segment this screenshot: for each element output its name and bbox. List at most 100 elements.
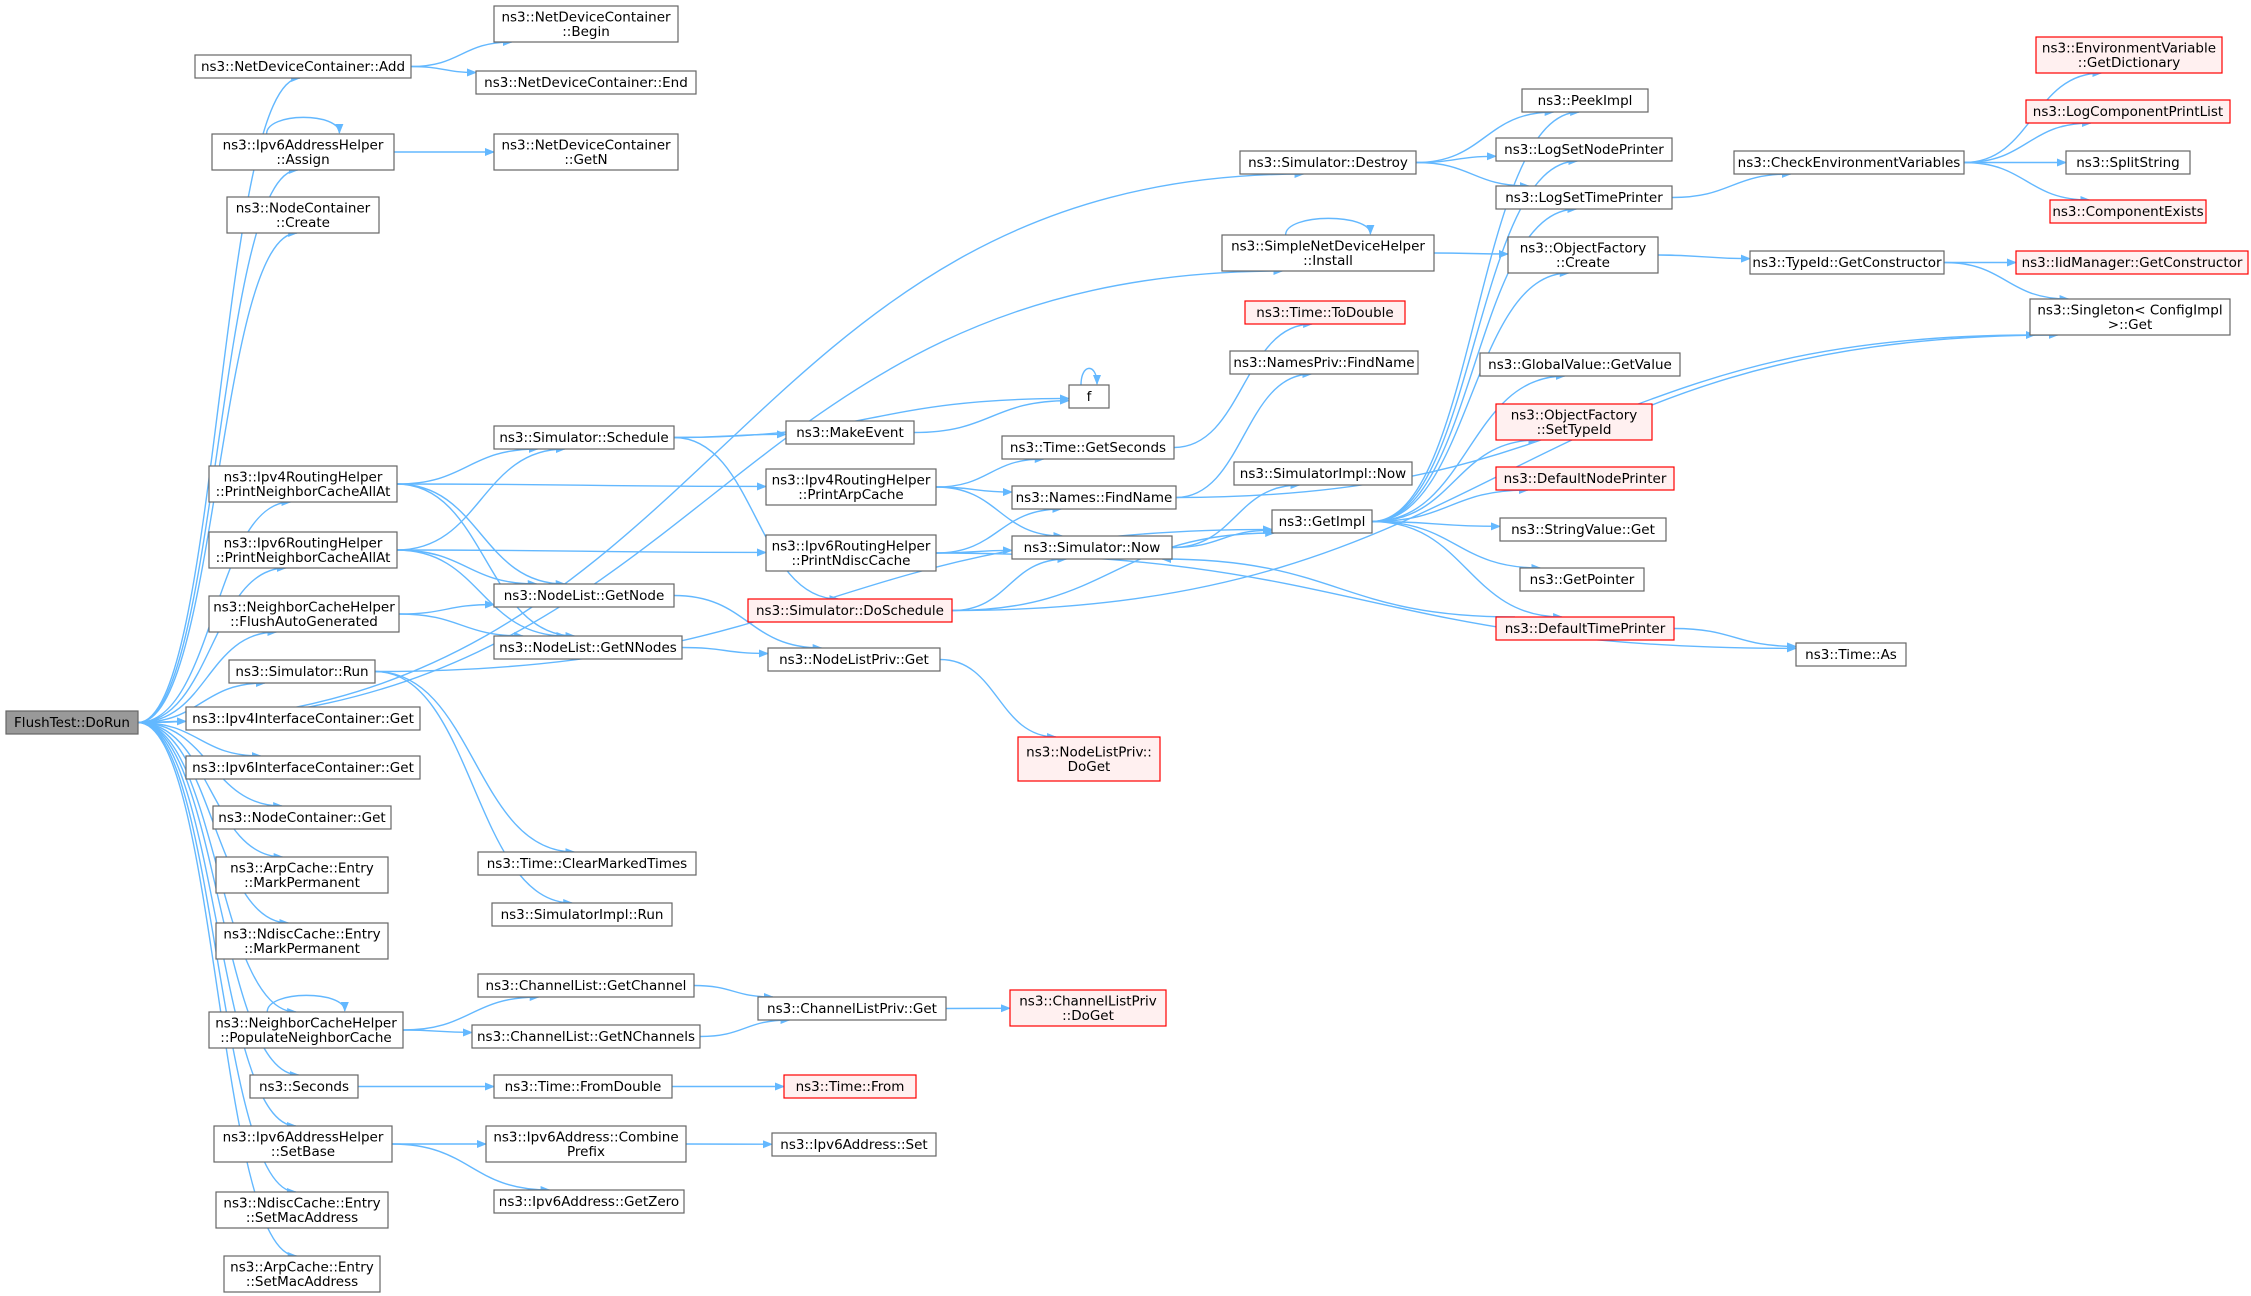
node-box <box>215 856 389 894</box>
node-getimpl[interactable]: ns3::GetImpl <box>1271 509 1373 534</box>
node-label: ns3::Simulator::Run <box>235 664 368 680</box>
node-nd-mp[interactable]: ns3::NdiscCache::Entry::MarkPermanent <box>215 922 389 960</box>
node-time-as[interactable]: ns3::Time::As <box>1795 642 1907 667</box>
node-box <box>493 133 679 171</box>
node-nl-getnnodes[interactable]: ns3::NodeList::GetNNodes <box>493 635 683 660</box>
node-sim-schedule[interactable]: ns3::Simulator::Schedule <box>493 425 675 450</box>
node-simimpl-now[interactable]: ns3::SimulatorImpl::Now <box>1233 461 1413 486</box>
edge-v6ah_setbase-to-v6a_getzero <box>391 1143 551 1194</box>
node-v6ic-get[interactable]: ns3::Ipv6InterfaceContainer::Get <box>185 755 421 780</box>
node-label: ns3::Time::As <box>1805 647 1897 663</box>
node-seconds[interactable]: ns3::Seconds <box>249 1074 359 1099</box>
node-clp-doget[interactable]: ns3::ChannelListPriv::DoGet <box>1009 989 1167 1027</box>
edge-v6rh_pnca-to-sim_schedule <box>396 445 566 551</box>
node-sndh-install[interactable]: ns3::SimpleNetDeviceHelper::Install <box>1221 234 1435 272</box>
node-v6ah-setbase[interactable]: ns3::Ipv6AddressHelper::SetBase <box>213 1125 393 1163</box>
node-ndc-end[interactable]: ns3::NetDeviceContainer::End <box>475 70 697 95</box>
edge-sim_schedule-to-makeevent <box>673 430 787 439</box>
node-v4ic-get[interactable]: ns3::Ipv4InterfaceContainer::Get <box>185 706 421 731</box>
node-box <box>1068 384 1110 409</box>
node-peekimpl[interactable]: ns3::PeekImpl <box>1521 88 1649 113</box>
node-sim-now[interactable]: ns3::Simulator::Now <box>1011 535 1173 560</box>
edge-nch_fag-to-nl_getnode <box>398 600 495 615</box>
node-v4rh-pnca[interactable]: ns3::Ipv4RoutingHelper::PrintNeighborCac… <box>208 465 398 503</box>
node-v6a-set[interactable]: ns3::Ipv6Address::Set <box>771 1132 937 1157</box>
node-clp-get[interactable]: ns3::ChannelListPriv::Get <box>757 996 947 1021</box>
node-box <box>765 534 937 572</box>
node-checkenv[interactable]: ns3::CheckEnvironmentVariables <box>1733 150 1965 175</box>
node-makeevent[interactable]: ns3::MakeEvent <box>785 420 915 445</box>
node-getpointer[interactable]: ns3::GetPointer <box>1519 567 1645 592</box>
node-ndc-getn[interactable]: ns3::NetDeviceContainer::GetN <box>493 133 679 171</box>
node-nch-fag[interactable]: ns3::NeighborCacheHelper::FlushAutoGener… <box>208 595 400 633</box>
edge-nl_getnnodes-to-nlp_get <box>681 646 769 658</box>
node-simimpl-run[interactable]: ns3::SimulatorImpl::Run <box>491 902 673 927</box>
node-label: ::SetTypeId <box>1537 422 1612 438</box>
node-label: ns3::GetPointer <box>1530 572 1635 588</box>
node-box <box>194 54 412 79</box>
node-time-from[interactable]: ns3::Time::From <box>783 1074 917 1099</box>
node-defaulttimeprinter[interactable]: ns3::DefaultTimePrinter <box>1495 616 1675 641</box>
node-label: ::Begin <box>562 24 610 40</box>
node-iidmanager-getconstructor[interactable]: ns3::IidManager::GetConstructor <box>2015 250 2249 275</box>
node-namespriv-findname[interactable]: ns3::NamesPriv::FindName <box>1229 350 1419 375</box>
edge-nch_pnc-to-cl_getnchannels <box>402 1028 473 1037</box>
edge-v4rh_pac-to-sim_now <box>935 486 1064 540</box>
edge-v6rh_pnc-to-names_findname <box>935 505 1063 554</box>
node-box <box>471 1024 701 1049</box>
node-gv-getvalue[interactable]: ns3::GlobalValue::GetValue <box>1479 352 1681 377</box>
node-box <box>1795 642 1907 667</box>
node-nc-get[interactable]: ns3::NodeContainer::Get <box>212 805 392 830</box>
node-time-fromdouble[interactable]: ns3::Time::FromDouble <box>493 1074 673 1099</box>
node-box <box>485 1125 687 1163</box>
node-nch-pnc[interactable]: ns3::NeighborCacheHelper::PopulateNeighb… <box>208 1011 404 1049</box>
node-box <box>1011 485 1177 510</box>
node-of-settypeid[interactable]: ns3::ObjectFactory::SetTypeId <box>1495 403 1653 441</box>
node-typeid-getconstructor[interactable]: ns3::TypeId::GetConstructor <box>1749 250 1945 275</box>
node-logsettimeprinter[interactable]: ns3::LogSetTimePrinter <box>1495 185 1673 210</box>
node-box <box>765 468 937 506</box>
node-nlp-doget[interactable]: ns3::NodeListPriv::DoGet <box>1017 736 1161 782</box>
node-v6a-getzero[interactable]: ns3::Ipv6Address::GetZero <box>493 1189 685 1214</box>
node-names-findname[interactable]: ns3::Names::FindName <box>1011 485 1177 510</box>
node-arp-mp[interactable]: ns3::ArpCache::Entry::MarkPermanent <box>215 856 389 894</box>
node-sv-get[interactable]: ns3::StringValue::Get <box>1499 517 1667 542</box>
node-label: ns3::ChannelList::GetChannel <box>486 978 687 994</box>
node-time-cmt[interactable]: ns3::Time::ClearMarkedTimes <box>477 851 697 876</box>
edge-cl_getchannel-to-clp_get <box>693 984 774 1001</box>
node-sim-run[interactable]: ns3::Simulator::Run <box>228 659 376 684</box>
edge-sim_doschedule-to-getimpl <box>951 529 1276 612</box>
node-env-getdict[interactable]: ns3::EnvironmentVariable::GetDictionary <box>2035 36 2223 74</box>
node-splitstring[interactable]: ns3::SplitString <box>2065 150 2191 175</box>
node-nc-create[interactable]: ns3::NodeContainer::Create <box>226 196 380 234</box>
node-v4rh-pac[interactable]: ns3::Ipv4RoutingHelper::PrintArpCache <box>765 468 937 506</box>
node-sim-destroy[interactable]: ns3::Simulator::Destroy <box>1239 150 1417 175</box>
node-label: ns3::Ipv4RoutingHelper <box>224 469 383 485</box>
edge-sim_destroy-to-logsetnodeprinter <box>1415 152 1497 164</box>
node-cl-getchannel[interactable]: ns3::ChannelList::GetChannel <box>477 973 695 998</box>
node-v6rh-pnc[interactable]: ns3::Ipv6RoutingHelper::PrintNdiscCache <box>765 534 937 572</box>
node-nd-sma[interactable]: ns3::NdiscCache::Entry::SetMacAddress <box>215 1191 389 1229</box>
node-nlp-get[interactable]: ns3::NodeListPriv::Get <box>767 647 941 672</box>
node-nl-getnode[interactable]: ns3::NodeList::GetNode <box>493 583 675 608</box>
node-componentexists[interactable]: ns3::ComponentExists <box>2049 199 2207 224</box>
node-time-todouble[interactable]: ns3::Time::ToDouble <box>1244 300 1406 325</box>
node-ndc-add[interactable]: ns3::NetDeviceContainer::Add <box>194 54 412 79</box>
node-cl-getnchannels[interactable]: ns3::ChannelList::GetNChannels <box>471 1024 701 1049</box>
node-logcompprintlist[interactable]: ns3::LogComponentPrintList <box>2025 99 2231 124</box>
node-flush[interactable]: FlushTest::DoRun <box>5 710 139 735</box>
node-ndc-begin[interactable]: ns3::NetDeviceContainer::Begin <box>493 5 679 43</box>
node-f[interactable]: f <box>1068 384 1110 409</box>
node-time-getseconds[interactable]: ns3::Time::GetSeconds <box>1001 435 1175 460</box>
node-singleton-get[interactable]: ns3::Singleton< ConfigImpl >::Get <box>2029 298 2231 336</box>
node-sim-doschedule[interactable]: ns3::Simulator::DoSchedule <box>747 598 953 623</box>
node-of-create[interactable]: ns3::ObjectFactory::Create <box>1507 236 1659 274</box>
node-logsetnodeprinter[interactable]: ns3::LogSetNodePrinter <box>1495 137 1673 162</box>
node-v6rh-pnca[interactable]: ns3::Ipv6RoutingHelper::PrintNeighborCac… <box>208 531 398 569</box>
node-arp-sma[interactable]: ns3::ArpCache::Entry::SetMacAddress <box>223 1255 381 1293</box>
node-box <box>767 647 941 672</box>
node-v6ah-assign[interactable]: ns3::Ipv6AddressHelper::Assign <box>211 133 395 171</box>
node-defaultnodeprinter[interactable]: ns3::DefaultNodePrinter <box>1495 466 1675 491</box>
node-label: ns3::NetDeviceContainer <box>501 137 671 153</box>
